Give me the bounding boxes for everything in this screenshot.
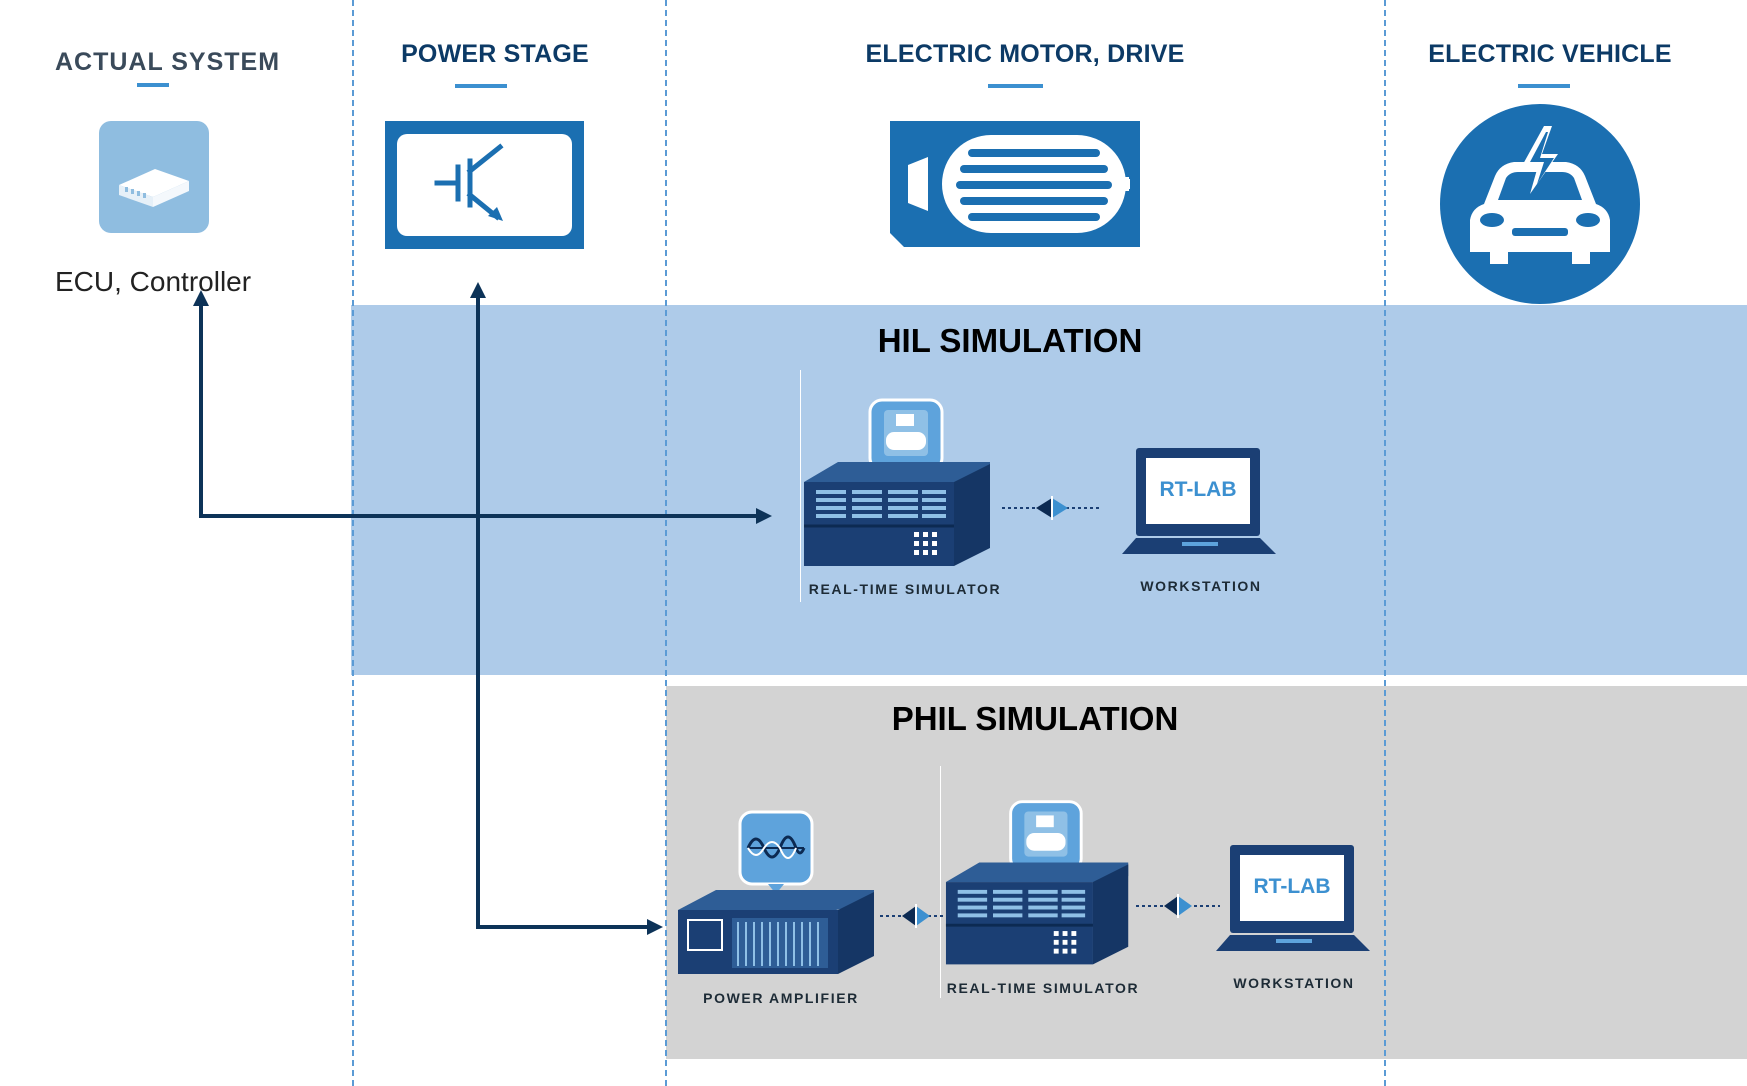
phil-amplifier-label: POWER AMPLIFIER [703, 990, 859, 1006]
igbt-transistor-icon [385, 121, 584, 249]
hil-workstation-label: WORKSTATION [1140, 578, 1262, 594]
column-title-motor: ELECTRIC MOTOR, DRIVE [865, 40, 1185, 68]
hil-band [351, 305, 1747, 675]
column-divider [665, 0, 667, 1086]
column-divider [1384, 0, 1386, 1086]
real-time-simulator-icon [945, 800, 1129, 965]
column-title-power-stage: POWER STAGE [401, 40, 589, 68]
column-title-vehicle: ELECTRIC VEHICLE [1428, 40, 1672, 68]
column-title-actual-system: ACTUAL SYSTEM [55, 48, 281, 76]
column-divider [352, 0, 354, 1086]
phil-screen-text: RT-LAB [1254, 875, 1331, 898]
column-underline [988, 84, 1043, 88]
hil-screen-text: RT-LAB [1160, 478, 1237, 501]
column-underline [1518, 84, 1570, 88]
phil-link-connector [880, 904, 946, 928]
phil-divider [940, 766, 941, 998]
hil-title: HIL SIMULATION [877, 322, 1143, 359]
column-underline [137, 83, 169, 87]
hil-link-connector [1002, 496, 1102, 520]
column-underline [455, 84, 507, 88]
ecu-box-icon [99, 121, 209, 233]
electric-car-icon [1440, 104, 1640, 304]
laptop-workstation-icon: RT-LAB [1122, 448, 1276, 554]
ecu-to-hil-arrow [199, 304, 758, 518]
power-amplifier-icon [678, 810, 874, 974]
electric-motor-icon [890, 121, 1140, 247]
hil-divider [800, 370, 801, 602]
laptop-workstation-icon: RT-LAB [1216, 845, 1370, 951]
phil-workstation-label: WORKSTATION [1233, 975, 1355, 991]
real-time-simulator-icon [804, 398, 990, 566]
ecu-label: ECU, Controller [55, 266, 252, 297]
phil-link-connector [1136, 894, 1220, 918]
power-stage-to-phil-arrow [476, 296, 649, 929]
phil-title: PHIL SIMULATION [891, 700, 1179, 737]
phil-simulator-label: REAL-TIME SIMULATOR [946, 980, 1140, 996]
phil-band [666, 686, 1747, 1059]
hil-simulator-label: REAL-TIME SIMULATOR [808, 581, 1002, 597]
